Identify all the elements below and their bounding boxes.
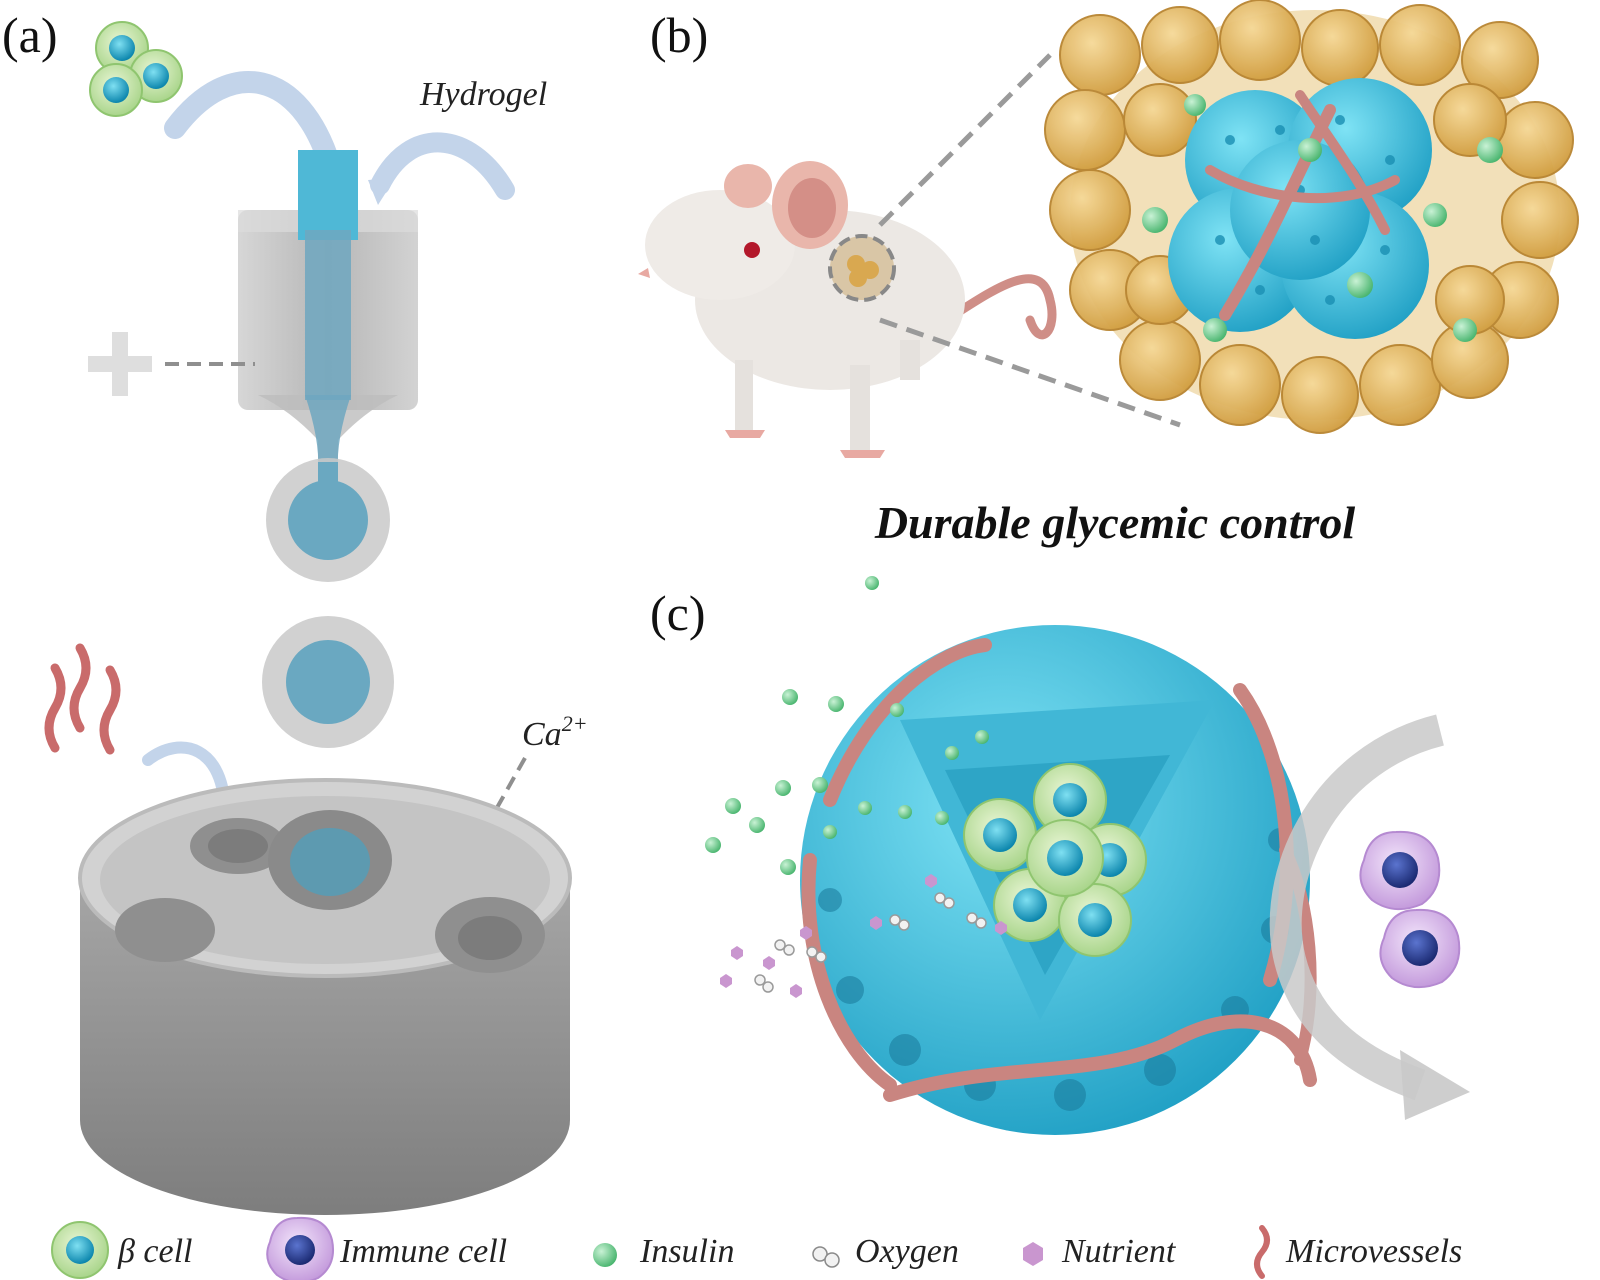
encapsulated-beta-cells — [963, 763, 1147, 957]
nutrient-icon — [1023, 1242, 1043, 1266]
diffusing-nutrients — [720, 874, 1007, 998]
zoom-line-top — [878, 53, 1052, 227]
legend-item-microvessels: Microvessels — [1254, 1225, 1462, 1279]
calcium-bath-dish — [78, 778, 572, 1215]
immune-cells — [1359, 830, 1461, 989]
diffusing-oxygen — [754, 892, 987, 993]
legend-item-immune-cell: Immune cell — [266, 1216, 507, 1280]
microvessel-icon — [1254, 1225, 1270, 1279]
legend-item-insulin: Insulin — [593, 1233, 734, 1270]
insulin-icon — [593, 1243, 617, 1267]
svg-text:β cell: β cell — [117, 1233, 193, 1270]
panel-c-label: (c) — [650, 585, 706, 641]
svg-text:Oxygen: Oxygen — [855, 1233, 959, 1270]
hydrogel-inflow-arrow — [370, 132, 515, 200]
immune-block-arrow — [1269, 714, 1445, 1101]
svg-text:Immune cell: Immune cell — [339, 1233, 507, 1270]
legend-item-beta-cell: β cell — [51, 1221, 193, 1279]
panel-c: (c) — [650, 576, 1470, 1135]
svg-text:Insulin: Insulin — [639, 1233, 734, 1270]
hydrogel-label: Hydrogel — [419, 76, 547, 113]
microvessel-squiggles — [44, 643, 121, 755]
panel-a-label: (a) — [2, 7, 58, 63]
legend: β cell Immune cell Insulin Oxygen Nutrie… — [51, 1216, 1462, 1280]
coaxial-nozzle — [238, 150, 418, 470]
mouse-illustration — [638, 161, 1057, 458]
forming-droplet — [266, 458, 390, 582]
zoom-line-bottom — [879, 317, 1181, 428]
legend-item-oxygen: Oxygen — [812, 1233, 959, 1270]
svg-text:Nutrient: Nutrient — [1061, 1233, 1177, 1270]
calcium-label: Ca2+ — [522, 711, 588, 753]
diffusing-insulin — [705, 576, 989, 875]
oxygen-icon — [812, 1246, 840, 1268]
panel-b-label: (b) — [650, 7, 708, 63]
released-microcapsule — [262, 616, 394, 748]
panel-a: (a) Hydrogel — [2, 7, 588, 1215]
immune-cell-icon — [266, 1216, 334, 1280]
headline-durable-glycemic-control: Durable glycemic control — [874, 497, 1356, 548]
beta-cell-cluster-a — [89, 21, 183, 117]
implanted-capsule-cluster — [1168, 78, 1432, 339]
legend-item-nutrient: Nutrient — [1023, 1233, 1177, 1270]
adipose-tissue — [1044, 0, 1579, 434]
panel-b: (b) — [638, 0, 1579, 548]
cells-inflow-arrow — [164, 71, 341, 176]
beta-cell-icon — [51, 1221, 109, 1279]
voltage-plus-icon — [88, 332, 255, 396]
svg-text:Microvessels: Microvessels — [1285, 1233, 1462, 1270]
